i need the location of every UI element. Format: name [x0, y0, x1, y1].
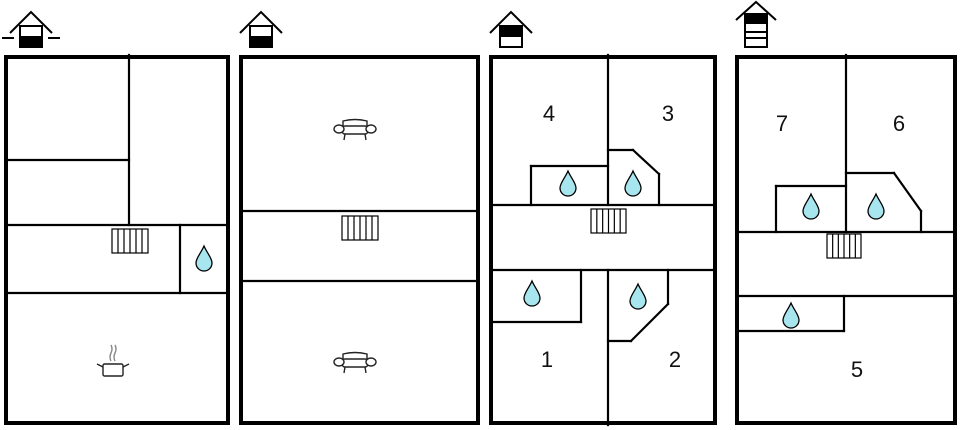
- stairs-icon: [111, 228, 149, 254]
- room-number-label: 4: [542, 101, 556, 126]
- stairs-icon: [826, 233, 862, 259]
- ground-floor-icon: [2, 10, 60, 48]
- water-drop-icon: [523, 279, 541, 307]
- interior-wall: [629, 302, 670, 343]
- room-number-label: 1: [540, 347, 554, 372]
- second-floor-icon: [489, 10, 533, 48]
- room-number-label: 5: [850, 357, 864, 382]
- floor-2: [239, 55, 480, 425]
- stairs-icon: [341, 215, 379, 241]
- water-drop-icon: [802, 192, 820, 220]
- room-number-label: 7: [775, 111, 789, 136]
- water-drop-icon: [559, 169, 577, 197]
- room-number-label: 6: [892, 111, 906, 136]
- water-drop-icon: [629, 282, 647, 310]
- room-number-label: 2: [668, 347, 682, 372]
- water-drop-icon: [782, 301, 800, 329]
- stairs-icon: [590, 208, 627, 234]
- floor-4: [735, 53, 957, 425]
- water-drop-icon: [195, 244, 213, 272]
- floor-1: [4, 53, 230, 425]
- sofa-icon: [333, 118, 377, 141]
- outer-wall: [489, 55, 717, 425]
- third-floor-icon: [735, 0, 777, 48]
- first-floor-icon: [239, 10, 283, 48]
- floor-3: [489, 53, 717, 427]
- kitchen-icon: [96, 344, 130, 377]
- room-number-label: 3: [661, 101, 675, 126]
- water-drop-icon: [867, 192, 885, 220]
- water-drop-icon: [624, 169, 642, 197]
- interior-wall: [892, 171, 923, 213]
- interior-wall: [631, 148, 661, 176]
- sofa-icon: [333, 351, 377, 374]
